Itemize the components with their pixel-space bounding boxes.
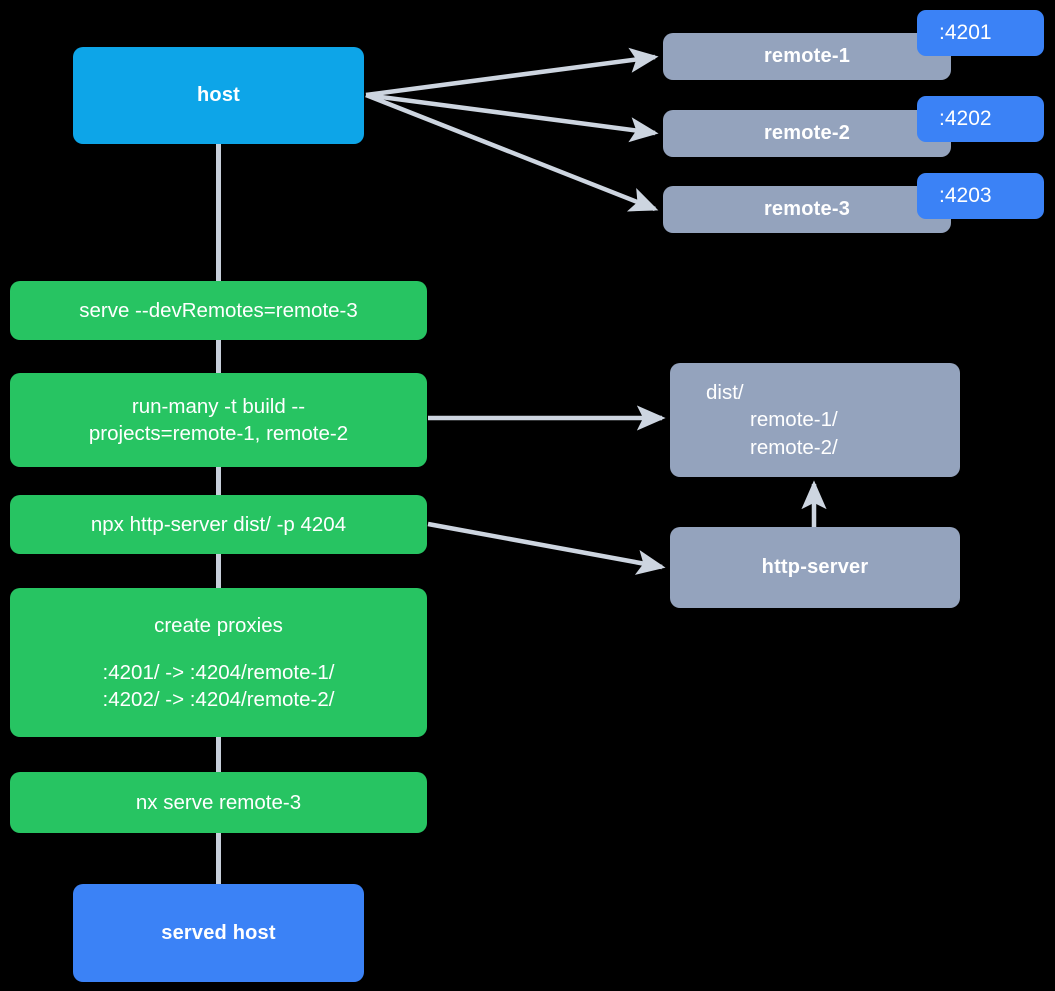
- command-npx-http-server[interactable]: npx http-server dist/ -p 4204: [10, 495, 427, 554]
- command-nx-serve-remote-3[interactable]: nx serve remote-3: [10, 772, 427, 833]
- command-create-proxies-title: create proxies: [154, 613, 283, 637]
- node-host-label: host: [196, 84, 241, 107]
- command-serve-devremotes-label: serve --devRemotes=remote-3: [79, 298, 358, 322]
- node-http-server[interactable]: http-server: [670, 527, 960, 608]
- node-dist-folder[interactable]: dist/ remote-1/ remote-2/: [670, 363, 960, 477]
- node-remote-3[interactable]: remote-3: [663, 186, 951, 233]
- node-remote-3-label: remote-3: [763, 198, 851, 221]
- arrow-host-to-remote-2: [365, 92, 659, 143]
- node-served-host-label: served host: [161, 921, 276, 944]
- arrow-npx-to-http-server: [427, 521, 666, 575]
- arrow-host-to-remote-3: [365, 92, 659, 212]
- port-badge-remote-2[interactable]: :4202: [917, 96, 1044, 142]
- node-remote-2[interactable]: remote-2: [663, 110, 951, 157]
- command-run-many-build-line-2: projects=remote-1, remote-2: [88, 422, 349, 445]
- port-badge-remote-2-label: :4202: [939, 107, 992, 131]
- create-proxies-mapping-2: :4202/ -> :4204/remote-2/: [102, 688, 335, 712]
- node-http-server-label: http-server: [761, 556, 869, 579]
- node-served-host[interactable]: served host: [73, 884, 364, 982]
- command-nx-serve-remote-3-label: nx serve remote-3: [135, 790, 302, 814]
- dist-child-remote-1: remote-1/: [750, 408, 838, 432]
- dist-root-label: dist/: [706, 381, 744, 405]
- host-to-remotes-arrows: [365, 47, 659, 212]
- command-run-many-build-line-1: run-many -t build --: [131, 394, 306, 418]
- port-badge-remote-1-label: :4201: [939, 21, 992, 45]
- arrow-host-to-remote-1: [365, 47, 659, 98]
- port-badge-remote-1[interactable]: :4201: [917, 10, 1044, 56]
- node-remote-2-label: remote-2: [763, 122, 851, 145]
- create-proxies-mapping-1: :4201/ -> :4204/remote-1/: [102, 660, 335, 684]
- command-run-many-build[interactable]: run-many -t build -- projects=remote-1, …: [10, 373, 427, 467]
- node-host[interactable]: host: [73, 47, 364, 144]
- node-remote-1-label: remote-1: [763, 45, 851, 68]
- command-npx-http-server-label: npx http-server dist/ -p 4204: [90, 512, 347, 536]
- command-serve-devremotes[interactable]: serve --devRemotes=remote-3: [10, 281, 427, 340]
- port-badge-remote-3-label: :4203: [939, 184, 992, 208]
- dist-child-remote-2: remote-2/: [750, 435, 838, 459]
- command-create-proxies[interactable]: create proxies :4201/ -> :4204/remote-1/…: [10, 588, 427, 737]
- node-remote-1[interactable]: remote-1: [663, 33, 951, 80]
- port-badge-remote-3[interactable]: :4203: [917, 173, 1044, 219]
